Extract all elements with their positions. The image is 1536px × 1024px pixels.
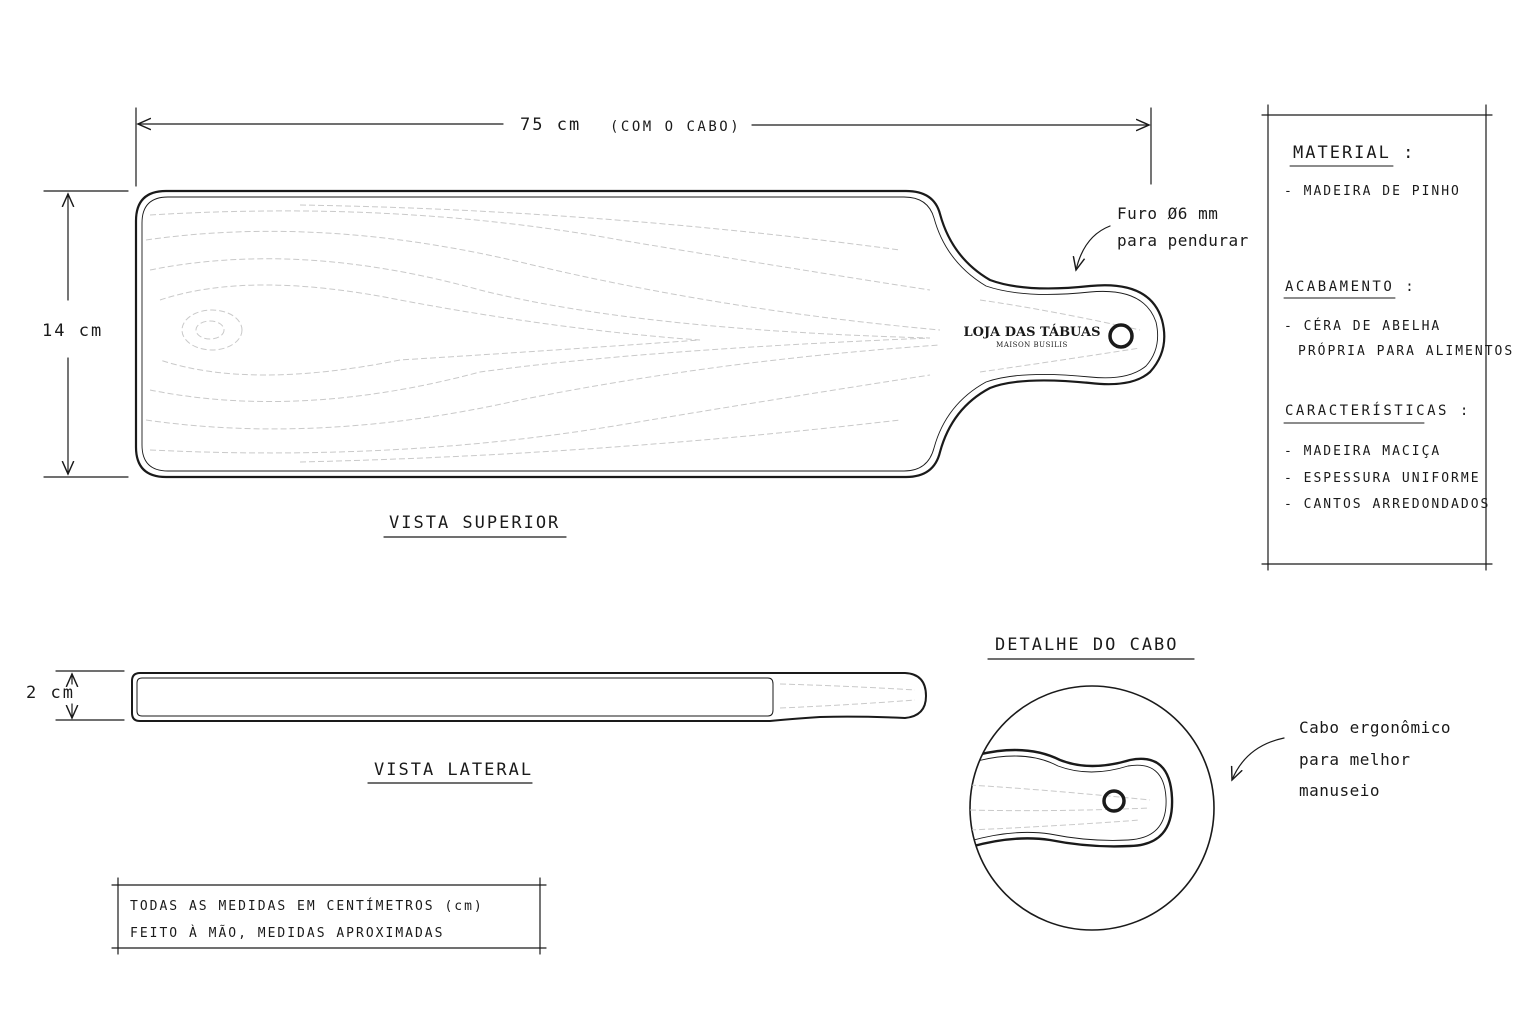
footer-note: TODAS AS MEDIDAS EM CENTÍMETROS (cm) FEI… <box>111 877 547 955</box>
material-title: MATERIAL : <box>1293 143 1415 163</box>
handle-detail: DETALHE DO CABO Cabo ergonômico para mel… <box>969 635 1451 931</box>
hole-note-line2: para pendurar <box>1117 231 1249 250</box>
side-view: 2 cm VISTA LATERAL <box>26 670 927 784</box>
hole-note-line1: Furo Ø6 mm <box>1117 204 1218 223</box>
top-view-title: VISTA SUPERIOR <box>389 513 560 533</box>
thickness-label: 2 cm <box>26 683 75 703</box>
features-item: - CANTOS ARREDONDADOS <box>1284 497 1490 512</box>
specs-panel: MATERIAL : - MADEIRA DE PINHO ACABAMENTO… <box>1261 104 1514 571</box>
hanging-hole <box>1108 323 1134 349</box>
features-title: CARACTERÍSTICAS : <box>1285 402 1471 419</box>
handle-note-line1: Cabo ergonômico <box>1299 718 1451 737</box>
footer-line2: FEITO À MÃO, MEDIDAS APROXIMADAS <box>130 925 444 941</box>
detail-hole <box>1102 789 1126 813</box>
features-item: - MADEIRA MACIÇA <box>1284 444 1441 459</box>
length-dimension: 75 cm (COM O CABO) <box>135 107 1152 187</box>
handle-detail-title: DETALHE DO CABO <box>995 635 1179 655</box>
brand-name: LOJA DAS TÁBUAS <box>964 324 1101 340</box>
hole-annotation: Furo Ø6 mm para pendurar <box>1076 204 1249 270</box>
finish-item: PRÓPRIA PARA ALIMENTOS <box>1298 343 1514 359</box>
length-note: (COM O CABO) <box>610 119 741 135</box>
width-label: 14 cm <box>42 321 103 341</box>
handle-note-line2: para melhor <box>1299 750 1410 769</box>
thickness-dimension: 2 cm <box>26 670 125 721</box>
features-item: - ESPESSURA UNIFORME <box>1284 471 1481 486</box>
side-view-title: VISTA LATERAL <box>374 760 533 780</box>
width-dimension: 14 cm <box>42 190 129 478</box>
handle-note-line3: manuseio <box>1299 781 1380 800</box>
top-view: 75 cm (COM O CABO) 14 cm <box>42 107 1249 538</box>
board-top: LOJA DAS TÁBUAS MAISON BUSILIS <box>134 189 1166 479</box>
board-side <box>131 672 927 722</box>
finish-title: ACABAMENTO : <box>1285 279 1416 295</box>
footer-line1: TODAS AS MEDIDAS EM CENTÍMETROS (cm) <box>130 898 484 914</box>
brand-sub: MAISON BUSILIS <box>996 341 1068 349</box>
wood-grain <box>145 204 1141 463</box>
finish-item: - CÉRA DE ABELHA <box>1284 318 1441 334</box>
material-item: - MADEIRA DE PINHO <box>1284 184 1461 199</box>
length-label: 75 cm <box>520 115 581 135</box>
